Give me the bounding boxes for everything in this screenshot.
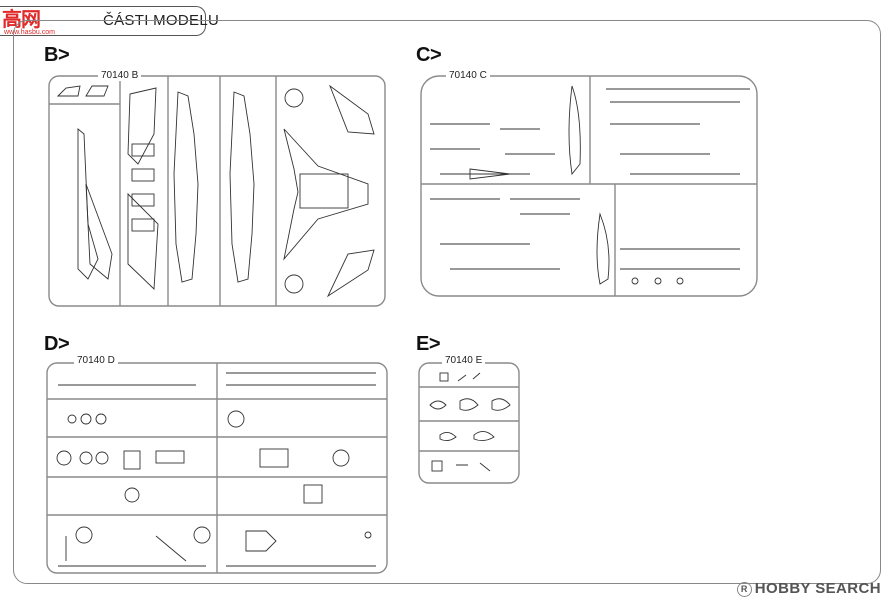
sprue-d-drawing <box>46 362 388 574</box>
sprue-code-b: 70140 B <box>98 70 142 81</box>
footer-brand: HOBBY SEARCH <box>754 580 881 597</box>
sprue-e: 70140 E <box>418 355 524 485</box>
parts-frame <box>13 20 881 584</box>
sprue-c-drawing <box>420 75 758 297</box>
sprue-code-d: 70140 D <box>74 355 118 366</box>
section-label-b: B> <box>44 44 70 66</box>
sprue-code-c: 70140 C <box>446 70 490 81</box>
title-box <box>0 6 206 36</box>
sprue-b-drawing <box>48 75 386 307</box>
sprue-c: 70140 C <box>420 70 760 298</box>
registered-mark-icon: R <box>736 582 752 597</box>
sprue-code-e: 70140 E <box>442 355 486 366</box>
logo-sub: www.hasbu.com <box>4 29 55 36</box>
sprue-b: 70140 B <box>48 70 388 308</box>
sprue-d: 70140 D <box>46 355 390 575</box>
section-label-c: C> <box>416 44 442 66</box>
section-label-e: E> <box>416 333 441 355</box>
section-label-d: D> <box>44 333 70 355</box>
sprue-e-drawing <box>418 362 520 484</box>
